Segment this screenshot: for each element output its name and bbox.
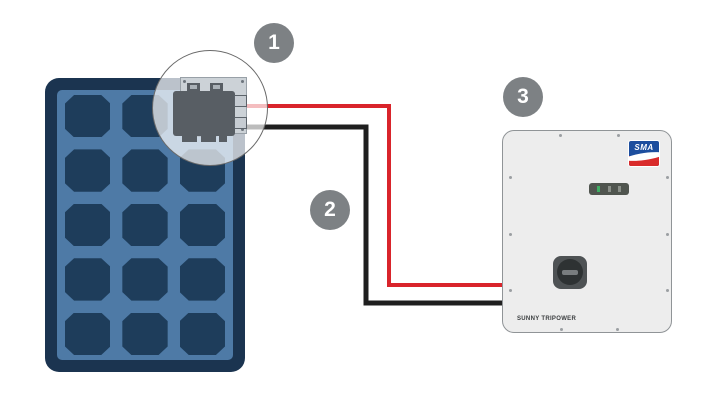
junction-box-foot: [219, 135, 227, 142]
junction-box-terminal: [210, 83, 223, 93]
screw-icon: [666, 176, 669, 179]
led-off-icon: [618, 186, 622, 192]
screw-icon: [183, 80, 186, 83]
terminal-notch: [190, 85, 197, 89]
panel-cell: [122, 203, 168, 247]
panel-cell: [179, 203, 225, 247]
inverter-model-label: SUNNY TRIPOWER: [517, 316, 577, 322]
screw-icon: [560, 328, 563, 331]
screw-icon: [666, 233, 669, 236]
screw-icon: [241, 80, 244, 83]
sma-logo-text: SMA: [634, 143, 654, 152]
dc-negative-cable: [240, 124, 503, 306]
panel-cell: [65, 258, 111, 301]
screw-icon: [509, 289, 512, 292]
screw-icon: [241, 128, 244, 131]
callout-badge-3: 3: [503, 77, 543, 117]
sma-logo: SMA: [629, 141, 659, 166]
terminal-notch: [213, 85, 220, 89]
cable-connector-positive: [234, 95, 247, 107]
screw-icon: [509, 176, 512, 179]
junction-box-terminal: [187, 83, 200, 93]
callout-badge-1: 1: [254, 23, 294, 63]
led-status-bar: [589, 183, 629, 195]
switch-slot-icon: [562, 270, 578, 275]
panel-cell: [179, 258, 225, 301]
panel-cell: [65, 95, 111, 138]
junction-box-foot: [182, 135, 197, 142]
screw-icon: [617, 134, 620, 137]
panel-cell: [65, 312, 111, 355]
led-green-icon: [596, 186, 600, 192]
panel-cell: [122, 258, 168, 301]
cable-connector-negative: [234, 117, 247, 129]
screw-icon: [666, 289, 669, 292]
dc-disconnect-switch: [553, 256, 587, 289]
screw-icon: [509, 233, 512, 236]
panel-cell: [65, 149, 111, 192]
dc-positive-cable: [240, 104, 503, 287]
junction-box-body: [173, 91, 235, 136]
led-off-icon: [607, 186, 611, 192]
junction-box-foot: [201, 135, 216, 142]
screw-icon: [616, 328, 619, 331]
inverter: SMA SUNNY TRIPOWER: [502, 130, 672, 333]
panel-cell: [179, 312, 225, 355]
panel-cell: [122, 312, 168, 355]
screw-icon: [559, 134, 562, 137]
panel-cell: [122, 149, 168, 192]
sma-logo-red-wave: [629, 156, 659, 166]
panel-cell: [65, 203, 111, 247]
callout-badge-2: 2: [310, 190, 350, 230]
